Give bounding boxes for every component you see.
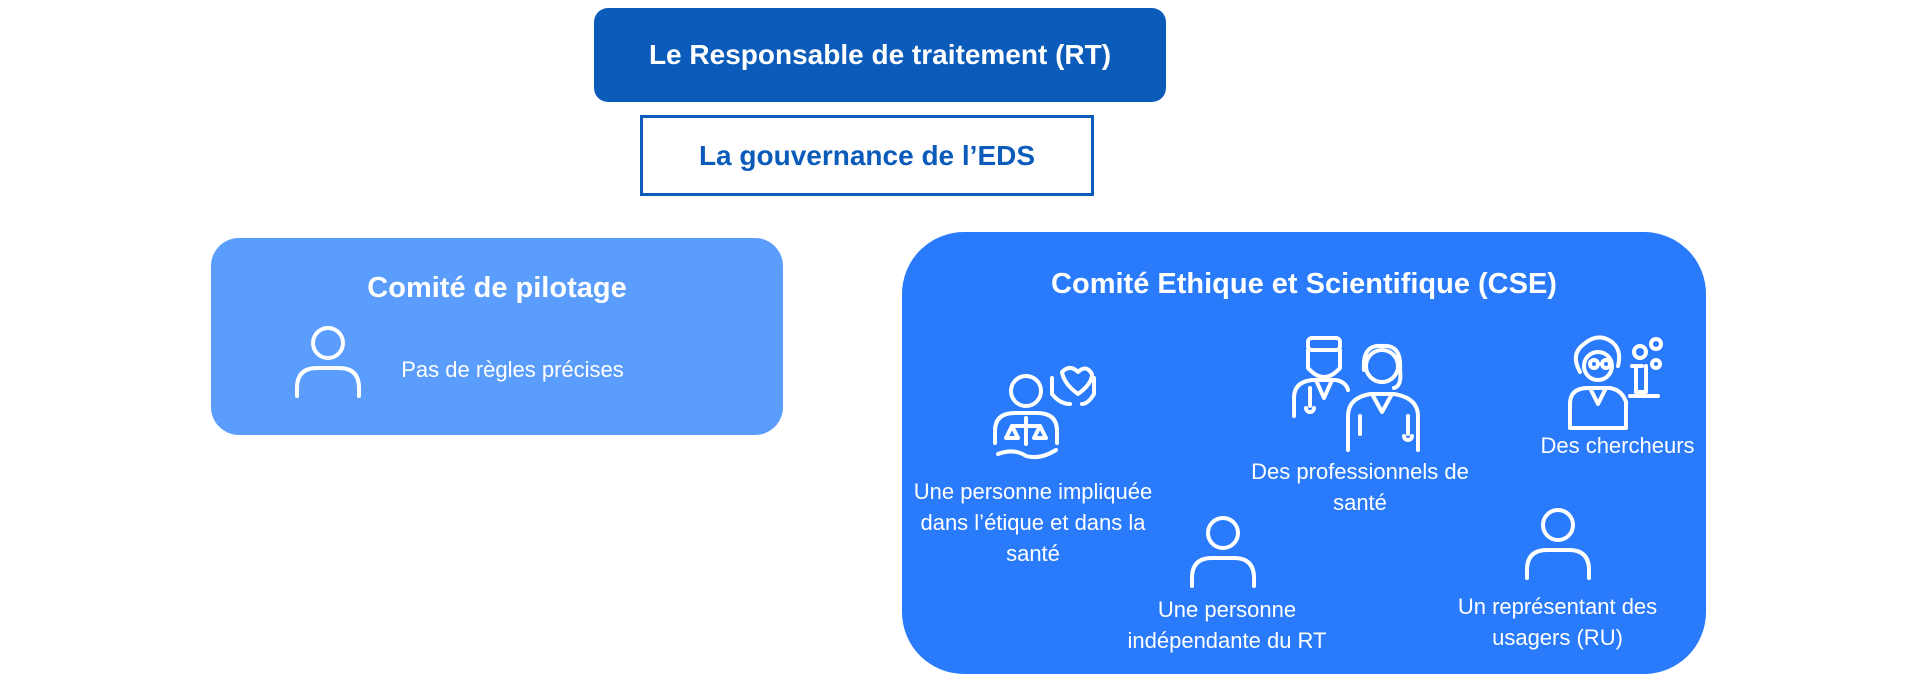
member-users-representative-label: Un représentant des usagers (RU) [1457,594,1658,650]
comite-pilotage-rule: Pas de règles précises [401,357,624,382]
responsable-traitement-box: Le Responsable de traitement (RT) [594,8,1166,102]
researcher-icon [1568,335,1663,430]
gouvernance-box: La gouvernance de l’EDS [640,115,1094,196]
person-icon [1190,516,1256,588]
member-researchers-label: Des chercheurs [1540,433,1695,458]
comite-pilotage-box [211,238,783,435]
gouvernance-label: La gouvernance de l’EDS [698,139,1036,171]
cse-title: Comité Ethique et Scientifique (CSE) [1051,268,1557,300]
ethics-person-icon [993,366,1096,460]
member-independent-label: Une personne indépendante du RT [1127,597,1327,653]
responsable-traitement-label: Le Responsable de traitement (RT) [648,39,1112,70]
person-icon [1525,508,1591,580]
cse-box [902,232,1706,674]
person-icon [295,326,361,398]
member-professionals-label: Des professionnels de santé [1251,459,1469,515]
member-ethics-label: Une personne impliquée dans l’étique et … [913,479,1153,566]
comite-pilotage-title: Comité de pilotage [367,272,627,304]
health-professionals-icon [1292,336,1420,452]
